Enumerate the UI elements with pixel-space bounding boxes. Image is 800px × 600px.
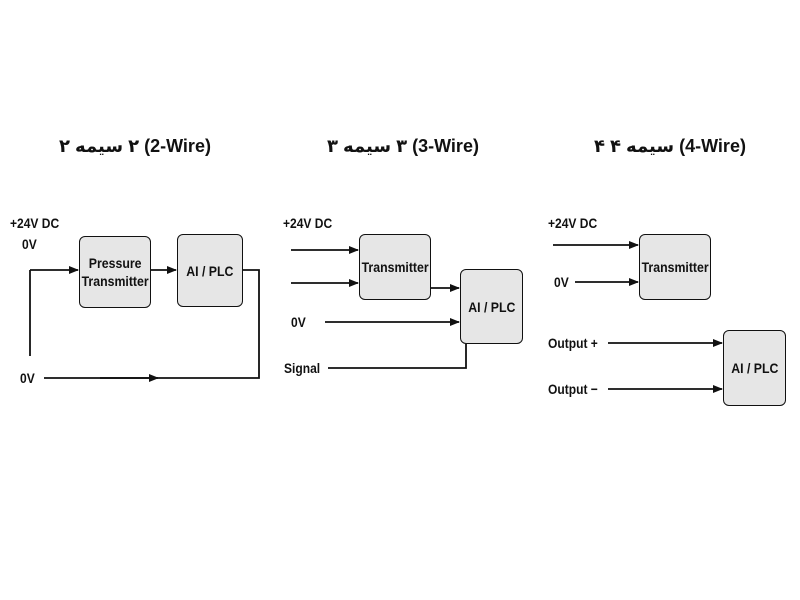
panel-title-2-wire: ٢ سیمه ٢ (2-Wire) xyxy=(59,136,211,156)
plc-label-4w: AI / PLC xyxy=(730,360,779,376)
pressure-transmitter-box: Pressure Transmitter xyxy=(79,236,151,308)
label-2w-supply: +24V DC xyxy=(10,215,60,231)
label-2w-zero-bottom: 0V xyxy=(20,370,35,386)
label-4w-output-plus: Output + xyxy=(548,335,598,351)
plc-box-3w: AI / PLC xyxy=(460,269,523,344)
wire-3w-signal xyxy=(328,344,467,369)
transmitter-label-3w: Transmitter xyxy=(361,259,429,275)
label-4w-output-minus: Output − xyxy=(548,381,598,397)
transmitter-box-3w: Transmitter xyxy=(359,234,431,300)
label-2w-zero-top: 0V xyxy=(22,236,37,252)
plc-box-4w: AI / PLC xyxy=(723,330,786,406)
transmitter-label-4w: Transmitter xyxy=(641,259,709,275)
label-4w-supply: +24V DC xyxy=(548,215,598,231)
label-3w-signal: Signal xyxy=(284,360,321,376)
panel-title-3-wire: ٣ سیمه ٣ (3-Wire) xyxy=(327,136,479,156)
transmitter-label-line2: Transmitter xyxy=(81,273,149,289)
plc-label-3w: AI / PLC xyxy=(467,298,516,315)
transmitter-label-line1: Pressure xyxy=(88,255,142,271)
panel-title-4-wire: ۴ سیمه ۴ (4-Wire) xyxy=(594,136,746,156)
label-3w-zero: 0V xyxy=(291,314,306,330)
plc-label-2w: AI / PLC xyxy=(186,262,234,279)
transmitter-box-4w: Transmitter xyxy=(639,234,711,300)
label-3w-supply: +24V DC xyxy=(283,215,333,231)
label-4w-zero: 0V xyxy=(554,274,569,290)
plc-box-2w: AI / PLC xyxy=(177,234,243,307)
